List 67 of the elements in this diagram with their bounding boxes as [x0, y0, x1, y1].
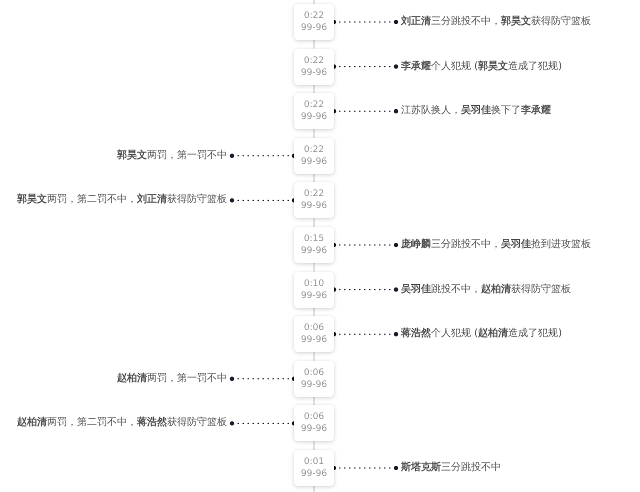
game-clock: 0:22 — [304, 188, 324, 200]
dotted-connector — [332, 20, 398, 24]
score: 99-96 — [300, 156, 328, 168]
score: 99-96 — [300, 111, 328, 124]
score: 99-96 — [300, 423, 328, 436]
play-description: 郭昊文两罚，第一罚不中 — [112, 148, 232, 163]
play-description: 郭昊文两罚，第二罚不中，刘正清获得防守篮板 — [12, 193, 232, 208]
time-score-card — [294, 316, 334, 352]
timeline-line — [313, 218, 315, 227]
game-clock: 0:06 — [304, 322, 324, 334]
score: 99-96 — [300, 290, 328, 302]
play-description: 刘正清三分跳投不中，郭昊文获得防守篮板 — [396, 15, 596, 29]
time-score-card — [294, 360, 334, 397]
timeline-line — [313, 308, 315, 316]
timeline-line — [313, 174, 315, 182]
play-description: 庞峥麟三分跳投不中，吴羽佳抢到进攻篮板 — [396, 238, 596, 252]
dotted-connector — [332, 242, 398, 248]
play-description: 赵柏清两罚，第二罚不中，蒋浩然获得防守篮板 — [12, 416, 232, 430]
score: 99-96 — [300, 22, 328, 34]
play-description: 斯塔克斯三分跳投不中 — [396, 461, 506, 475]
dotted-connector — [230, 198, 296, 203]
time-score-card — [294, 272, 334, 308]
timeline-line — [313, 486, 315, 492]
dotted-connector — [332, 466, 398, 470]
timeline-line — [313, 352, 315, 361]
game-clock: 0:06 — [304, 366, 324, 379]
timeline-line — [313, 441, 315, 450]
play-description: 吴羽佳跳投不中，赵柏清获得防守篮板 — [396, 282, 576, 297]
game-clock: 0:22 — [304, 144, 324, 156]
game-clock: 0:01 — [304, 456, 324, 468]
play-description: 江苏队换人，吴羽佳换下了李承耀 — [396, 104, 556, 118]
game-clock: 0:10 — [304, 278, 324, 290]
dotted-connector — [230, 376, 296, 381]
timeline-line — [313, 0, 315, 4]
timeline-line — [313, 84, 315, 94]
play-description: 蒋浩然个人犯规 (赵柏清造成了犯规) — [396, 327, 567, 342]
play-description: 赵柏清两罚，第一罚不中 — [112, 372, 232, 386]
timeline-line — [313, 40, 315, 49]
game-clock: 0:22 — [304, 99, 324, 112]
dotted-connector — [230, 421, 296, 426]
score: 99-96 — [300, 334, 328, 346]
dotted-connector — [332, 64, 398, 69]
timeline-line — [313, 396, 315, 406]
score: 99-96 — [300, 245, 328, 257]
dotted-connector — [332, 109, 398, 114]
time-score-card — [294, 227, 334, 263]
time-score-card — [294, 138, 334, 174]
time-score-card — [294, 182, 334, 218]
game-clock: 0:22 — [304, 54, 324, 67]
play-description: 李承耀个人犯规 (郭昊文造成了犯规) — [396, 60, 567, 74]
time-score-card — [294, 48, 334, 85]
timeline-line — [313, 263, 315, 272]
time-score-card — [294, 405, 334, 442]
game-clock: 0:15 — [304, 233, 324, 245]
game-clock: 0:06 — [304, 411, 324, 424]
dotted-connector — [332, 332, 398, 336]
score: 99-96 — [300, 468, 328, 480]
time-score-card — [294, 450, 334, 486]
timeline-line — [313, 129, 315, 138]
score: 99-96 — [300, 200, 328, 212]
time-score-card — [294, 93, 334, 130]
score: 99-96 — [300, 66, 328, 79]
dotted-connector — [230, 154, 296, 158]
score: 99-96 — [300, 378, 328, 391]
time-score-card — [294, 4, 334, 40]
game-clock: 0:22 — [304, 10, 324, 22]
dotted-connector — [332, 287, 398, 292]
